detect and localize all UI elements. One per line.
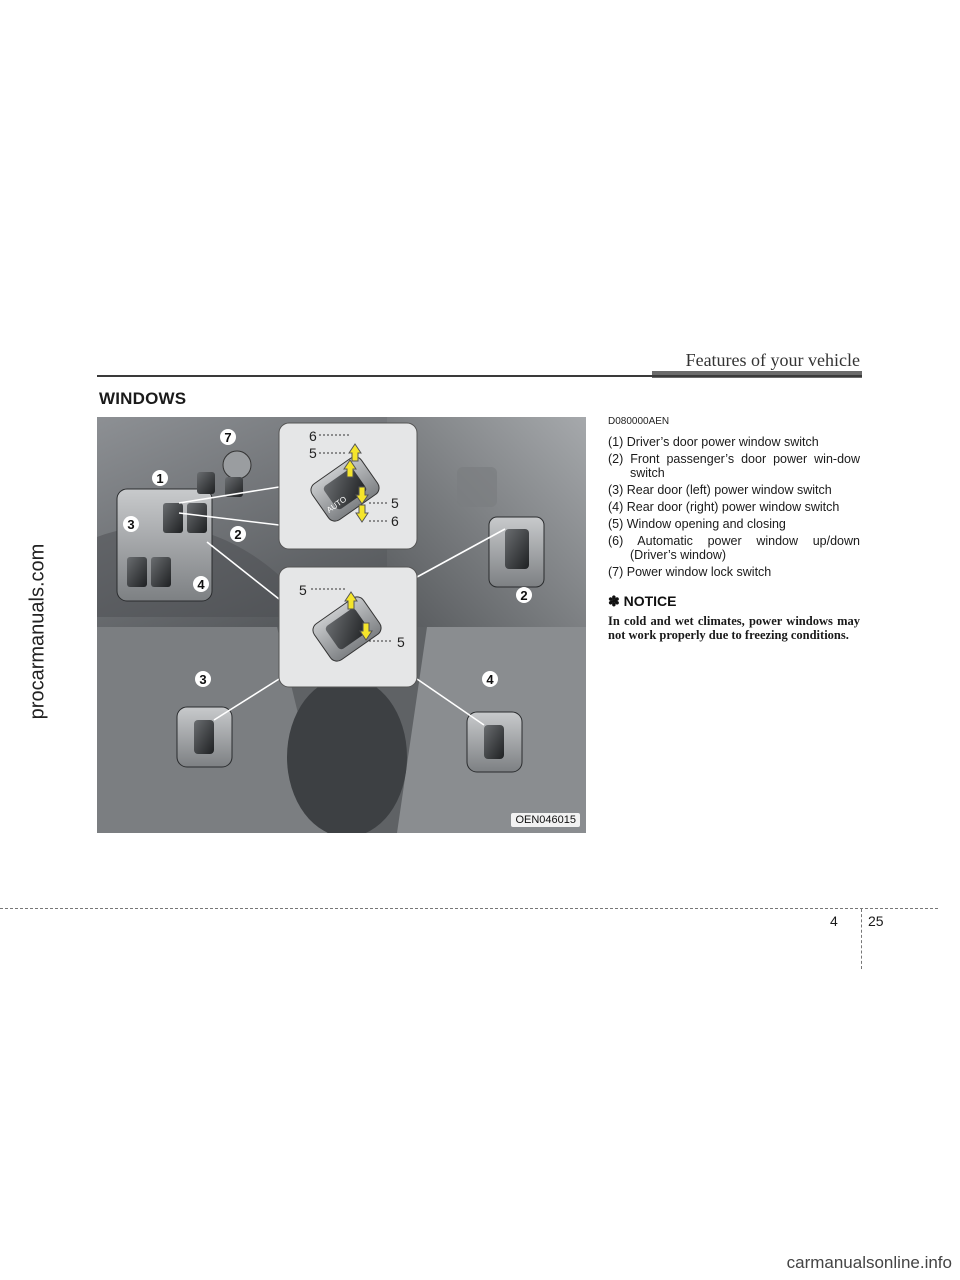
- label-5-top: 5: [309, 445, 317, 461]
- callout-3-rear: 3: [195, 671, 211, 687]
- page-number: 25: [868, 913, 884, 929]
- label-5-mid-right: 5: [397, 634, 405, 650]
- switch-lock: [197, 472, 215, 494]
- label-6-top: 6: [309, 428, 317, 444]
- zoom-switch-driver: [310, 456, 380, 522]
- label-6-right: 6: [391, 513, 399, 529]
- arrow-up-auto: [348, 443, 362, 462]
- callout-1: 1: [152, 470, 168, 486]
- dotted-leaders-mid: [311, 588, 393, 642]
- list-item: (4) Rear door (right) power window switc…: [608, 500, 840, 514]
- header-rule: [97, 375, 862, 377]
- bottom-watermark: carmanualsonline.info: [786, 1253, 952, 1272]
- header-tab-bar: [652, 371, 862, 378]
- callout-2-passenger: 2: [516, 587, 532, 603]
- seat-shape: [287, 677, 407, 833]
- callout-lines: [178, 486, 506, 726]
- footer-divider: [861, 909, 862, 969]
- mirror-knob: [222, 450, 252, 480]
- notice-title: ✽ NOTICE: [608, 593, 677, 609]
- arrow-down-auto: [355, 504, 369, 523]
- list-item: (7) Power window lock switch: [608, 565, 772, 579]
- passenger-handle: [457, 467, 497, 507]
- notice-body: In cold and wet climates, power windows …: [608, 614, 860, 642]
- list-item: (2) Front passenger’s door power win-dow…: [608, 452, 860, 480]
- label-5-right: 5: [391, 495, 399, 511]
- svg-text:3: 3: [199, 672, 206, 687]
- svg-text:2: 2: [234, 527, 241, 542]
- content-code: D080000AEN: [608, 416, 670, 427]
- switch-7: [225, 477, 243, 497]
- arrow-up: [343, 459, 357, 478]
- switch-4: [151, 557, 171, 587]
- arrow-down: [355, 486, 369, 505]
- window-switch-figure: AUTO 6 5 5 6 5 5 7: [97, 417, 586, 833]
- switch-1: [163, 503, 183, 533]
- svg-text:2: 2: [520, 588, 527, 603]
- rear-right-switch: [484, 725, 504, 759]
- callout-4-rear: 4: [482, 671, 498, 687]
- callout-4: 4: [193, 576, 209, 592]
- figure-code: OEN046015: [511, 813, 580, 827]
- callout-2: 2: [230, 526, 246, 542]
- section-title: WINDOWS: [99, 389, 187, 408]
- passenger-switch: [505, 529, 529, 569]
- page-chapter: 4: [830, 913, 838, 929]
- switch-2: [187, 503, 207, 533]
- svg-text:7: 7: [224, 430, 231, 445]
- callout-3: 3: [123, 516, 139, 532]
- side-watermark: procarmanuals.com: [26, 543, 49, 720]
- figure-illustration: AUTO 6 5 5 6 5 5 7: [97, 417, 586, 833]
- list-item: (5) Window opening and closing: [608, 517, 786, 531]
- arrow-down-other: [359, 622, 373, 641]
- rear-left-switch: [194, 720, 214, 754]
- arrow-up-other: [344, 591, 358, 610]
- passenger-door-bg: [387, 417, 586, 627]
- header-title: Features of your vehicle: [685, 350, 860, 370]
- svg-text:4: 4: [486, 672, 494, 687]
- svg-text:4: 4: [197, 577, 205, 592]
- content-column: D080000AEN (1) Driver’s door power windo…: [608, 416, 860, 642]
- label-5-mid-left: 5: [299, 582, 307, 598]
- list-item: (6) Automatic power window up/down (Driv…: [608, 534, 860, 562]
- switch-3: [127, 557, 147, 587]
- list-item: (1) Driver’s door power window switch: [608, 435, 819, 449]
- svg-text:1: 1: [156, 471, 163, 486]
- callout-7: 7: [220, 429, 236, 445]
- dotted-leaders-top: [319, 434, 387, 522]
- list-item: (3) Rear door (left) power window switch: [608, 483, 832, 497]
- svg-text:3: 3: [127, 517, 134, 532]
- zoom-switch-other: [312, 596, 382, 662]
- footer-rule: [0, 908, 938, 909]
- switch-list: (1) Driver’s door power window switch (2…: [608, 435, 860, 579]
